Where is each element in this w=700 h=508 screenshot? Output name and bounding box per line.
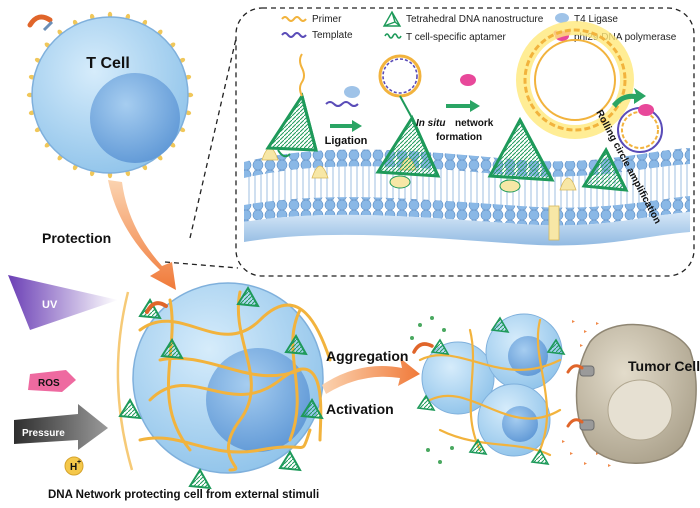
tetrahedron-icon (382, 10, 402, 27)
aptamer-binding-icon-2 (145, 301, 168, 314)
ros-label: ROS (38, 378, 60, 389)
protection-arrow (108, 180, 176, 290)
cluster-tetrahedra (416, 316, 566, 465)
released-particle (584, 330, 587, 333)
receptor-stalk-icon (42, 20, 54, 32)
released-particle (570, 452, 573, 455)
tetrahedra-on-cell (118, 286, 324, 490)
released-dots (410, 316, 611, 467)
aptamer-binding-icon-3 (412, 342, 434, 354)
rca-product (523, 28, 627, 132)
in-situ-label: In situ (416, 118, 445, 129)
legend-aptamer: T cell-specific aptamer (406, 32, 507, 43)
legend-template: Template (312, 30, 353, 41)
rca-polymerase (638, 104, 654, 116)
tumor-cell: Tumor Cell (566, 323, 700, 464)
released-particle (442, 328, 446, 332)
tumor-cell-label: Tumor Cell (628, 358, 700, 374)
zoom-line-bottom (164, 261, 239, 269)
network-arrow (446, 100, 480, 112)
released-particle (596, 322, 599, 325)
released-particle (562, 440, 565, 443)
released-particle (450, 446, 454, 450)
ros-icon (28, 370, 76, 392)
proton-charge: + (77, 459, 81, 466)
legend-template-swatch (281, 32, 307, 38)
t-cell-nucleus (90, 73, 180, 163)
stimuli: UV ROS Pressure H + (8, 275, 118, 476)
ligase-icon (555, 13, 569, 23)
activation-label: Activation (326, 401, 394, 417)
cluster-nucleus-3 (502, 406, 538, 442)
aptamer-binding-icon (27, 14, 53, 28)
released-particle (608, 464, 611, 467)
released-particle (572, 320, 575, 323)
zoom-line-top (189, 29, 239, 239)
circular-template-inner (382, 58, 418, 94)
pressure-arrow-icon (14, 404, 108, 450)
protected-cell (116, 282, 332, 490)
proton-icon (64, 456, 84, 476)
legend-aptamer-swatch (384, 33, 402, 39)
tumor-nucleus (607, 379, 673, 441)
uv-label: UV (42, 299, 58, 311)
released-particle (426, 448, 430, 452)
dna-network-mesh (138, 290, 332, 472)
proton-label: H (70, 462, 77, 473)
shield-arc (116, 291, 134, 471)
tetrahedral-dna-3 (487, 116, 555, 193)
polymerase-enzyme (460, 74, 476, 86)
released-particle (410, 336, 414, 340)
aggregation-arrow (322, 358, 420, 394)
cell-cluster (410, 313, 611, 467)
released-particle (584, 462, 587, 465)
rca-arrow (612, 88, 646, 108)
tetrahedral-dna-4 (581, 146, 629, 192)
tetrahedral-dna-2 (375, 114, 441, 189)
cell-membrane (244, 148, 690, 246)
mechanism-inset: Primer Template Tetrahedral DNA nanostru… (235, 7, 695, 277)
t-cell-label: T Cell (86, 55, 130, 72)
released-particle (438, 460, 442, 464)
caption: DNA Network protecting cell from externa… (48, 489, 319, 501)
legend-tetrahedral: Tetrahedral DNA nanostructure (406, 14, 544, 25)
rca-product-inner (534, 39, 616, 121)
tumor-receptors (566, 364, 595, 431)
formation-label: formation (436, 132, 482, 143)
ligation-label: Ligation (325, 135, 368, 147)
ligation-arrow (330, 120, 362, 132)
template-strand (325, 101, 359, 107)
legend-primer-swatch (281, 16, 307, 22)
pressure-label: Pressure (22, 428, 65, 439)
legend-polymerase: phi29 DNA polymerase (574, 32, 677, 43)
t-cell-top: T Cell (26, 11, 194, 179)
legend-ligase: T4 Ligase (574, 14, 618, 25)
tether-2 (399, 95, 413, 119)
rca-glow (516, 21, 634, 139)
released-particle (580, 344, 583, 347)
ligase-enzyme (344, 86, 360, 98)
released-particle (418, 323, 422, 327)
legend-primer: Primer (312, 14, 342, 25)
aggregation-label: Aggregation (326, 348, 408, 364)
network-label: network (455, 118, 494, 129)
tetrahedral-dna-1 (265, 53, 318, 158)
released-particle (430, 316, 434, 320)
uv-beam-icon (8, 275, 118, 330)
protection-label: Protection (42, 230, 111, 246)
